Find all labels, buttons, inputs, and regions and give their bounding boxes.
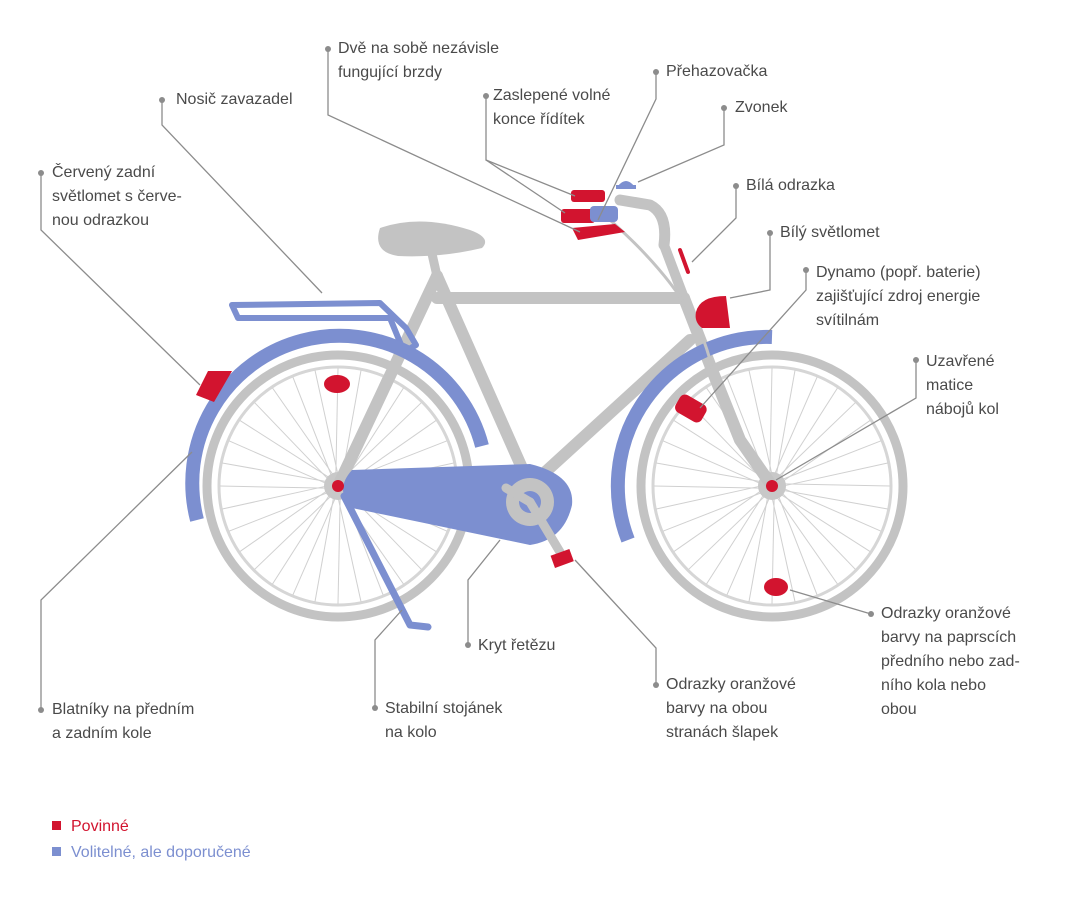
spoke [222, 485, 327, 510]
legend-optional-swatch [52, 847, 61, 856]
bell [618, 181, 634, 186]
spoke [778, 402, 856, 477]
spoke [228, 440, 327, 484]
crank-arm [525, 497, 565, 557]
front-light [695, 296, 730, 328]
handlebar-grip-upper [571, 190, 605, 202]
spoke [769, 367, 773, 475]
label-kickstand: Stabilní stojánek na kolo [385, 700, 503, 741]
label-pedal-reflectors: Odrazky oranžové barvy na obou stranách … [666, 676, 796, 741]
spoke [254, 402, 329, 480]
leader-lines [38, 46, 919, 713]
kickstand [340, 492, 432, 631]
spoke [656, 485, 761, 510]
label-grip-ends: Zaslepené volné konce řídítek [493, 87, 611, 128]
spoke [272, 494, 331, 585]
spoke [781, 440, 882, 480]
spoke [222, 462, 327, 483]
spoke [726, 497, 770, 596]
spoke [653, 485, 761, 489]
spoke [778, 495, 818, 596]
spoke [783, 489, 888, 510]
legend-required-label: Povinné [71, 818, 129, 835]
handlebar-grip-lower [561, 209, 595, 223]
saddle [378, 221, 486, 257]
spoke [662, 440, 761, 484]
label-derailleur: Přehazovačka [666, 63, 768, 80]
spoke [780, 493, 871, 552]
rear-hub-nut [332, 480, 344, 492]
spoke [673, 490, 762, 552]
label-white-light: Bílý světlomet [780, 224, 880, 241]
label-dynamo: Dynamo (popř. baterie) zajišťující zdroj… [816, 264, 981, 329]
label-chain-guard: Kryt řetězu [478, 637, 556, 654]
front-spoke-reflector [764, 578, 788, 596]
spoke [254, 495, 332, 570]
spoke [781, 492, 856, 570]
label-spoke-reflectors: Odrazky oranžové barvy na paprscích před… [881, 605, 1020, 718]
gear-shifter [590, 206, 618, 222]
spoke [656, 462, 761, 483]
spoke [776, 496, 838, 585]
label-mudguards: Blatníky na předním a zadním kole [52, 701, 195, 742]
spoke [239, 420, 330, 479]
rear-mudguard [185, 328, 489, 522]
spoke [783, 483, 891, 487]
spoke [688, 495, 766, 570]
label-hub-nuts: Uzavřené matice nábojů kol [926, 353, 999, 418]
pedal-reflector [550, 548, 574, 568]
spoke [748, 370, 773, 475]
dynamo [675, 394, 707, 423]
legend-required-swatch [52, 821, 61, 830]
spoke [239, 490, 328, 552]
spoke [345, 387, 404, 478]
brake-lever [572, 224, 625, 240]
spoke [771, 497, 796, 602]
spoke [337, 497, 341, 605]
spoke [314, 497, 335, 602]
spoke [673, 420, 764, 479]
spoke [292, 497, 336, 596]
label-bell: Zvonek [735, 99, 788, 116]
spoke [779, 387, 838, 478]
spoke [219, 485, 327, 489]
label-white-reflector: Bílá odrazka [746, 177, 835, 194]
legend-optional: Volitelné, ale doporučené [52, 842, 251, 864]
spoke [783, 462, 888, 487]
spoke [272, 387, 334, 476]
label-rear-light: Červený zadní světlomet s červe- nou odr… [52, 164, 182, 229]
front-hub-nut [766, 480, 778, 492]
spoke [344, 402, 422, 477]
spoke [783, 488, 882, 532]
spoke [228, 492, 329, 532]
legend-optional-label: Volitelné, ale doporučené [71, 844, 251, 861]
legend-required: Povinné [52, 816, 129, 838]
front-mudguard [610, 329, 773, 543]
label-carrier: Nosič zavazadel [176, 91, 293, 108]
rear-light [196, 371, 232, 402]
rear-spoke-reflector [324, 375, 350, 393]
white-reflector [678, 248, 690, 274]
spoke [706, 494, 765, 585]
spoke [292, 376, 332, 477]
spoke [748, 497, 769, 602]
spoke [662, 492, 763, 532]
spoke [774, 376, 818, 475]
spoke [775, 370, 796, 475]
spoke [314, 370, 339, 475]
spoke [337, 497, 362, 602]
label-brakes: Dvě na sobě nezávisle fungující brzdy [338, 40, 499, 81]
